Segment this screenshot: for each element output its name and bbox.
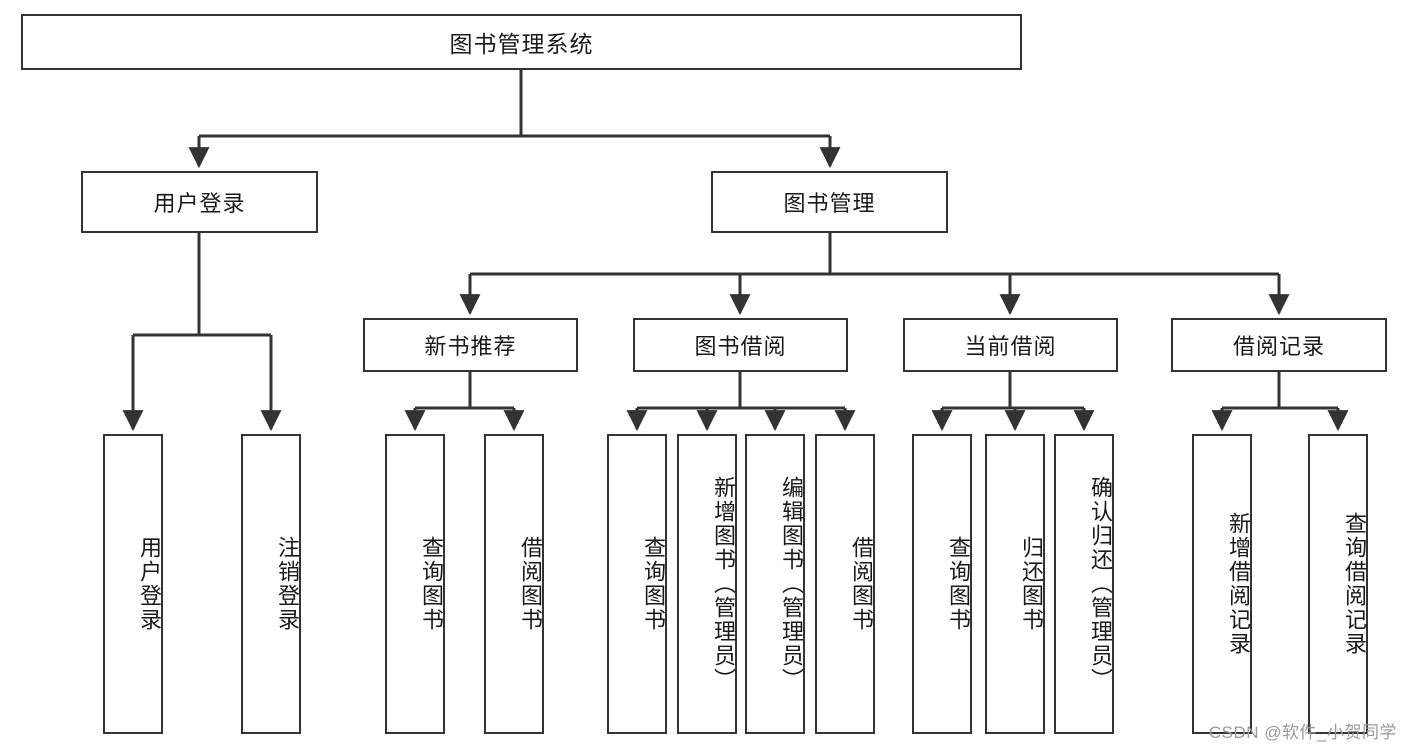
watermark: CSDN @软件_小贺同学 (1208, 723, 1397, 742)
node-leaf-query-book-2[interactable]: 查询图书 (607, 434, 667, 734)
node-leaf-edit-book-admin-label: 编辑图书（管理员） (779, 476, 804, 692)
node-leaf-borrow-book-2-label: 借阅图书 (849, 536, 874, 632)
node-leaf-query-book-1-label: 查询图书 (419, 536, 444, 632)
node-leaf-confirm-return-admin-label: 确认归还（管理员） (1088, 476, 1113, 692)
node-leaf-query-book-3-label: 查询图书 (946, 536, 971, 632)
node-leaf-query-book-1[interactable]: 查询图书 (385, 434, 445, 734)
node-leaf-borrow-book-1[interactable]: 借阅图书 (484, 434, 544, 734)
node-new-book-recommend-label: 新书推荐 (424, 334, 517, 359)
node-leaf-query-book-2-label: 查询图书 (641, 536, 666, 632)
node-leaf-add-borrow-record[interactable]: 新增借阅记录 (1192, 434, 1252, 734)
node-leaf-user-logout[interactable]: 注销登录 (241, 434, 301, 734)
node-user-login[interactable]: 用户登录 (81, 171, 318, 233)
node-leaf-query-borrow-record[interactable]: 查询借阅记录 (1308, 434, 1368, 734)
node-leaf-user-logout-label: 注销登录 (275, 536, 300, 632)
node-current-borrow[interactable]: 当前借阅 (903, 318, 1118, 372)
node-leaf-borrow-book-2[interactable]: 借阅图书 (815, 434, 875, 734)
node-leaf-add-book-admin-label: 新增图书（管理员） (711, 476, 736, 692)
node-leaf-query-book-3[interactable]: 查询图书 (912, 434, 972, 734)
node-book-manage-label: 图书管理 (783, 191, 876, 216)
node-root[interactable]: 图书管理系统 (21, 14, 1022, 70)
node-book-borrow[interactable]: 图书借阅 (633, 318, 848, 372)
node-book-borrow-label: 图书借阅 (694, 334, 787, 359)
node-leaf-edit-book-admin[interactable]: 编辑图书（管理员） (745, 434, 805, 734)
node-leaf-borrow-book-1-label: 借阅图书 (518, 536, 543, 632)
node-leaf-query-borrow-record-label: 查询借阅记录 (1342, 512, 1367, 656)
node-leaf-return-book[interactable]: 归还图书 (985, 434, 1045, 734)
node-current-borrow-label: 当前借阅 (964, 334, 1057, 359)
node-leaf-add-book-admin[interactable]: 新增图书（管理员） (677, 434, 737, 734)
node-borrow-record[interactable]: 借阅记录 (1171, 318, 1387, 372)
node-new-book-recommend[interactable]: 新书推荐 (363, 318, 578, 372)
node-leaf-return-book-label: 归还图书 (1019, 536, 1044, 632)
node-leaf-user-login-label: 用户登录 (137, 536, 162, 632)
node-borrow-record-label: 借阅记录 (1232, 334, 1325, 359)
node-root-label: 图书管理系统 (449, 31, 594, 57)
node-leaf-user-login[interactable]: 用户登录 (103, 434, 163, 734)
node-leaf-confirm-return-admin[interactable]: 确认归还（管理员） (1054, 434, 1114, 734)
node-leaf-add-borrow-record-label: 新增借阅记录 (1226, 512, 1251, 656)
node-book-manage[interactable]: 图书管理 (711, 171, 948, 233)
node-user-login-label: 用户登录 (153, 191, 246, 216)
